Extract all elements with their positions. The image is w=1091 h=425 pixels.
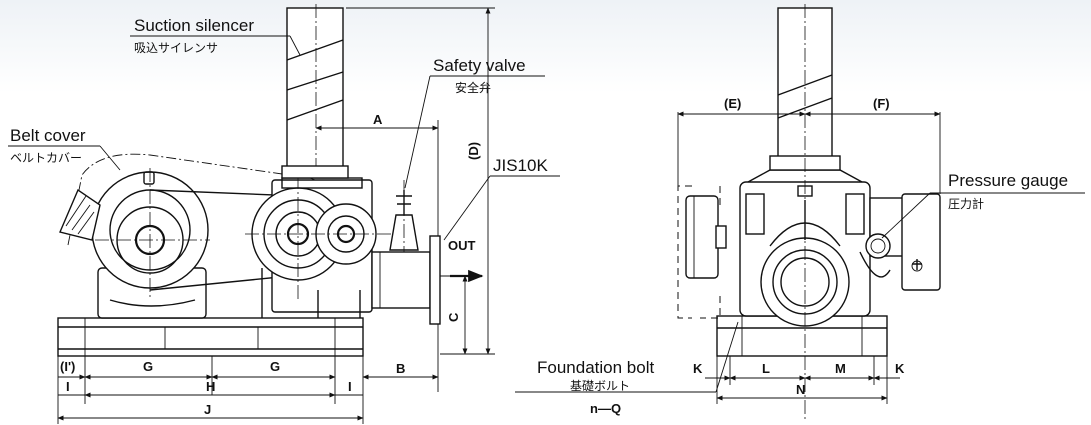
- dim-M: M: [835, 361, 846, 376]
- dim-G-1: G: [143, 359, 153, 374]
- safety-valve-label: Safety valve: [433, 56, 526, 75]
- dim-I-1: I: [66, 379, 70, 394]
- discharge-pipe: [371, 235, 484, 325]
- front-right-equipment: [859, 193, 941, 291]
- dim-F: (F): [873, 96, 890, 111]
- dim-K-2: K: [895, 361, 905, 376]
- pressure-gauge-dial: [865, 233, 891, 259]
- dim-H: H: [206, 379, 215, 394]
- dim-B: B: [396, 361, 405, 376]
- front-silencer: [769, 4, 841, 420]
- belt-cover-label-jp: ベルトカバー: [10, 151, 82, 165]
- safety-valve: [389, 180, 419, 262]
- jis-flange-label: JIS10K: [493, 156, 548, 175]
- dim-N: N: [796, 382, 805, 397]
- safety-valve-label-jp: 安全弁: [455, 80, 491, 95]
- foundation-bolt-label-jp: 基礎ボルト: [570, 379, 630, 393]
- front-dimension-lines: [677, 111, 941, 404]
- dim-C: C: [446, 312, 461, 322]
- dim-D: (D): [466, 142, 481, 160]
- suction-silencer-label-jp: 吸込サイレンサ: [134, 41, 218, 55]
- front-leaders: [515, 192, 1085, 393]
- suction-silencer: [281, 4, 349, 179]
- blower-body: [245, 175, 395, 318]
- motor: [91, 168, 210, 319]
- side-view: [8, 4, 560, 424]
- side-leaders: [8, 35, 560, 241]
- pressure-gauge-label-jp: 圧力計: [948, 196, 984, 211]
- bolt-count-label: n—Q: [590, 401, 621, 416]
- dim-I-prime: (I'): [60, 359, 75, 374]
- out-label: OUT: [448, 238, 476, 253]
- belt-cover-label: Belt cover: [10, 126, 86, 145]
- dim-J: J: [204, 402, 211, 417]
- dim-I-2: I: [348, 379, 352, 394]
- dim-K-1: K: [693, 361, 703, 376]
- pressure-gauge-label: Pressure gauge: [948, 171, 1068, 190]
- foundation-bolt-label: Foundation bolt: [537, 358, 654, 377]
- dim-G-2: G: [270, 359, 280, 374]
- side-dimension-lines: [57, 7, 495, 424]
- dim-E: (E): [724, 96, 741, 111]
- dim-A: A: [373, 112, 383, 127]
- dim-L: L: [762, 361, 770, 376]
- base-frame: [57, 317, 364, 357]
- front-pulley: [685, 195, 719, 279]
- front-view: [515, 4, 1085, 420]
- suction-silencer-label: Suction silencer: [134, 16, 254, 35]
